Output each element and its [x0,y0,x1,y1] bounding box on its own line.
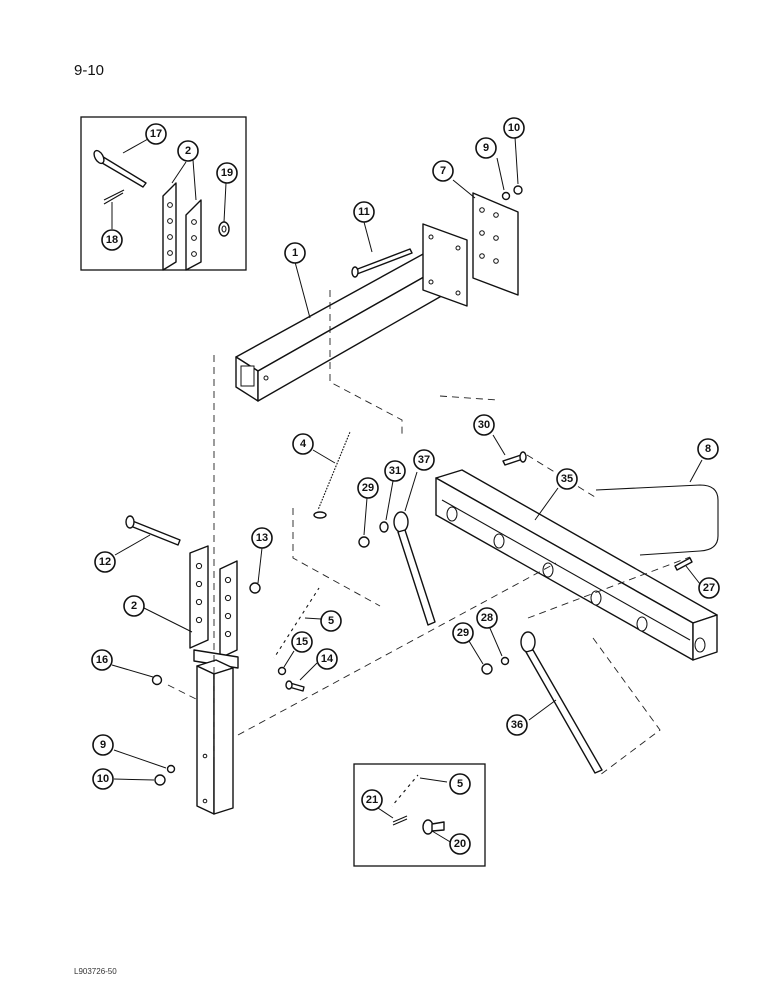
callout-label: 18 [106,234,118,246]
nut-washer-28-29 [481,656,510,675]
nut-washer-top [501,185,523,201]
callout-label: 19 [221,167,233,179]
callout-label: 11 [358,206,370,218]
callout-label: 8 [705,443,711,455]
callout-37: 37 [413,449,435,471]
callout-label: 13 [256,532,268,544]
nut-washer-lower [154,764,176,786]
callout-label: 15 [296,636,308,648]
callout-label: 10 [97,773,109,785]
callout-35: 35 [556,468,578,490]
callout-31: 31 [384,460,406,482]
callout-28: 28 [476,607,498,629]
callout-29: 29 [452,622,474,644]
callout-27: 27 [698,577,720,599]
callout-15: 15 [291,631,313,653]
callout-12: 12 [94,551,116,573]
callout-10: 10 [503,117,525,139]
callout-19: 19 [216,162,238,184]
link-36 [520,631,603,774]
callout-label: 36 [511,719,523,731]
callout-label: 29 [362,482,374,494]
bolt-27 [674,557,693,571]
callout-label: 2 [131,600,137,612]
callout-label: 14 [321,653,334,665]
cross-beam [435,469,718,661]
spring [313,430,354,519]
callout-10: 10 [92,768,114,790]
callout-label: 28 [481,612,493,624]
nut-16 [151,674,163,686]
washer-nut-29-31 [358,521,389,548]
callout-36: 36 [506,714,528,736]
page-number: 9-10 [74,62,105,79]
callout-17: 17 [145,123,167,145]
chain [272,587,321,659]
callout-label: 16 [96,654,108,666]
callout-label: 9 [100,739,106,751]
link-37 [393,511,436,626]
leader-lines [111,136,703,844]
bolt-11 [351,248,413,278]
callout-label: 20 [454,838,466,850]
callout-label: 5 [328,615,334,627]
callout-11: 11 [353,201,375,223]
callout-label: 27 [703,582,715,594]
u-bolt [595,484,719,556]
main-tube [235,223,468,402]
vertical-post [189,545,239,815]
callout-9: 9 [92,734,114,756]
callout-18: 18 [101,229,123,251]
callout-20: 20 [449,833,471,855]
callout-label: 21 [366,794,378,806]
callout-label: 2 [185,145,191,157]
callout-label: 30 [478,419,490,431]
callout-label: 12 [99,556,111,568]
callout-16: 16 [91,649,113,671]
callout-30: 30 [473,414,495,436]
callout-4: 4 [292,433,314,455]
callout-21: 21 [361,789,383,811]
callout-label: 9 [483,142,489,154]
callout-1: 1 [284,242,306,264]
bolt-30 [502,451,527,466]
nut-13 [249,582,261,594]
callout-5: 5 [449,773,471,795]
bolt-12 [125,515,181,546]
callout-label: 10 [508,122,520,134]
callout-label: 1 [292,247,298,259]
callout-2: 2 [177,140,199,162]
inset-pin-bracket [80,116,247,271]
callout-13: 13 [251,527,273,549]
callout-9: 9 [475,137,497,159]
figure-code: L903726-50 [74,967,117,976]
callout-label: 5 [457,778,463,790]
mounting-plate [472,192,519,296]
pin-14-washer-15 [277,666,305,692]
callout-29: 29 [357,477,379,499]
callout-label: 29 [457,627,469,639]
callout-label: 31 [389,465,401,477]
callout-label: 17 [150,128,162,140]
callout-14: 14 [316,648,338,670]
callout-label: 35 [561,473,573,485]
callout-5: 5 [320,610,342,632]
callout-2: 2 [123,595,145,617]
callout-label: 7 [440,165,446,177]
callout-8: 8 [697,438,719,460]
callout-label: 4 [300,438,307,450]
callout-7: 7 [432,160,454,182]
callout-label: 37 [418,454,430,466]
inset-chain-pin [353,763,486,867]
